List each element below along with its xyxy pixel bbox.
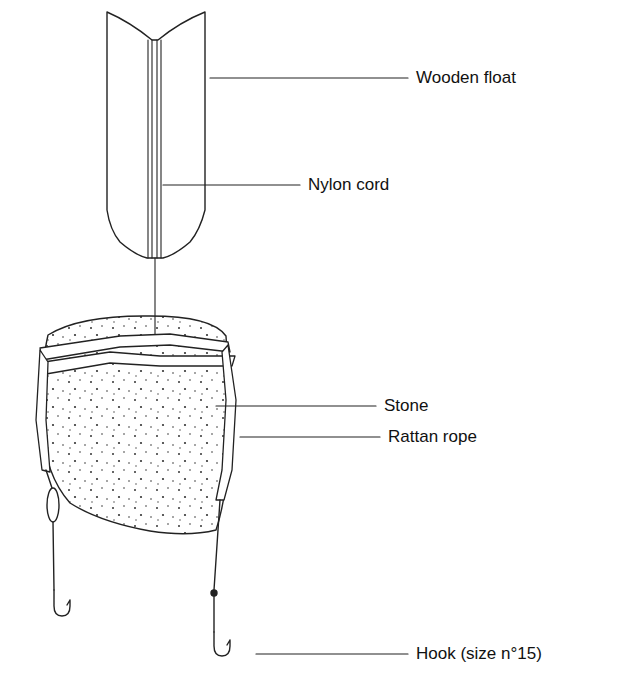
part-label: Rattan rope xyxy=(386,427,479,447)
part-label: Wooden float xyxy=(414,68,518,88)
wooden-float xyxy=(107,12,205,258)
part-label: Stone xyxy=(382,396,430,416)
nylon-cord xyxy=(148,40,161,338)
hook-line-left xyxy=(46,470,70,616)
rattan-rope xyxy=(36,334,236,500)
leader-line xyxy=(163,78,408,654)
part-label: Hook (size n°15) xyxy=(414,644,544,664)
part-label: Nylon cord xyxy=(306,175,391,195)
hook-line-right xyxy=(211,500,230,656)
